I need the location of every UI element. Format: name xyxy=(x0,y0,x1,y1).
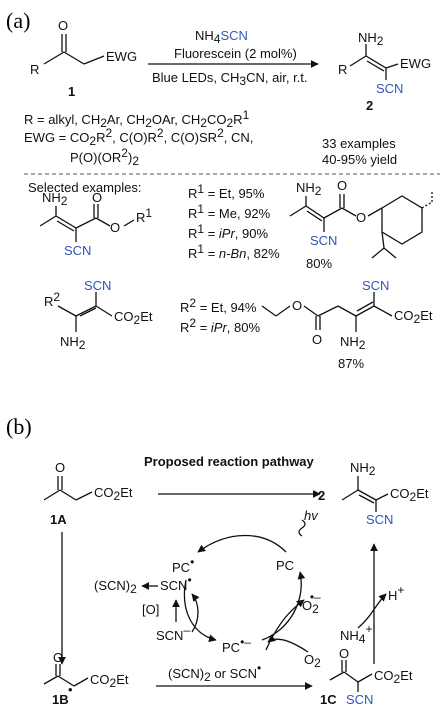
example-ester-o: O xyxy=(110,220,120,235)
diester-carbonyl-o: O xyxy=(312,332,322,347)
label-2-pathway: 2 xyxy=(318,488,325,503)
arrow-oxidation xyxy=(191,593,200,633)
r-group: R xyxy=(30,62,39,77)
example-nh2: NH2 xyxy=(42,190,68,208)
compound-1a: O CO2Et 1A xyxy=(43,460,133,527)
photocatalytic-cycle: hv PC PC• PC•– O2 O2•– xyxy=(172,508,321,670)
carbonyl-oxygen: O xyxy=(58,18,68,33)
r2-co2et: CO2Et xyxy=(114,309,153,327)
compound-1b: O • CO2Et 1B xyxy=(43,650,129,707)
product-2: NH2 R EWG SCN 2 xyxy=(338,30,431,113)
ewg-definition-line2: P(O)(OR2)2 xyxy=(70,146,139,168)
1c-carbonyl-o: O xyxy=(339,646,349,661)
svg-text:CO2Et: CO2Et xyxy=(374,668,413,686)
ewg-label: EWG xyxy=(106,49,137,64)
svg-text:NH2: NH2 xyxy=(350,460,376,478)
ammonium-step: NH4+ H+ xyxy=(340,543,404,664)
menthyl-carbonyl-o: O xyxy=(337,178,347,193)
compound-1-label: 1 xyxy=(68,84,75,99)
r1-yield-row: R1 = Et, 95% xyxy=(188,182,265,201)
panel-a-label: (a) xyxy=(6,8,30,33)
reagent-nh4scn: NH4SCN xyxy=(195,28,248,46)
examples-count: 33 examples xyxy=(322,136,396,151)
scn-dimer: (SCN)2 xyxy=(94,578,137,596)
selected-examples-title: Selected examples: xyxy=(28,180,141,195)
pathway-title: Proposed reaction pathway xyxy=(144,454,315,469)
superoxide-arrow xyxy=(265,599,305,651)
proton-label: H+ xyxy=(388,583,404,603)
reaction-arrow-group: NH4SCN Fluorescein (2 mol%) Blue LEDs, C… xyxy=(148,28,319,88)
o2-reagent: O2 xyxy=(304,652,321,670)
diester-yield: 87% xyxy=(338,356,364,371)
hv-label: hv xyxy=(304,508,319,523)
compound-2-label: 2 xyxy=(366,98,373,113)
r1-yield-list: R1 = Et, 95% R1 = Me, 92% R1 = iPr, 90% … xyxy=(188,182,280,261)
compound-2-pathway: NH2 CO2Et SCN 2 xyxy=(318,460,429,527)
diester-ester-o: O xyxy=(292,298,302,313)
diester-nh2: NH2 xyxy=(340,334,366,352)
menthyl-yield: 80% xyxy=(306,256,332,271)
radical-dot: • xyxy=(68,682,73,697)
label-1b: 1B xyxy=(52,692,69,707)
ammonium-label: NH4+ xyxy=(340,622,372,646)
scn-anion: SCN– xyxy=(156,623,190,643)
label-1a: 1A xyxy=(50,512,67,527)
product-scn: SCN xyxy=(376,81,403,96)
example-carbonyl-o: O xyxy=(92,190,102,205)
cycle-arc-left xyxy=(183,579,217,643)
example-scn: SCN xyxy=(64,243,91,258)
compound-1c: O CO2Et SCN 1C xyxy=(320,646,413,707)
example-diester: O O SCN CO2Et NH2 87% xyxy=(261,278,433,371)
example-menthyl-ester: NH2 O O SCN 80% xyxy=(289,178,433,271)
superoxide: O2•– xyxy=(302,590,321,616)
pc-radical-anion: PC•– xyxy=(222,635,251,655)
cycle-arc-top xyxy=(197,534,287,553)
example-r1-ester: NH2 O O R1 SCN xyxy=(39,190,152,258)
svg-text:CO2Et: CO2Et xyxy=(390,486,429,504)
menthyl-scn: SCN xyxy=(310,233,337,248)
product-ewg: EWG xyxy=(400,56,431,71)
hv-wave xyxy=(298,519,306,537)
r1-yield-row: R1 = Me, 92% xyxy=(188,202,271,221)
conditions-label: Blue LEDs, CH3CN, air, r.t. xyxy=(152,70,308,88)
ewg-definition: EWG = CO2R2, C(O)R2, C(O)SR2, CN, xyxy=(24,126,253,148)
r1-yield-row: R1 = iPr, 90% xyxy=(188,222,268,241)
menthyl-ester-o: O xyxy=(356,210,366,225)
r2-nh2: NH2 xyxy=(60,334,86,352)
r2-yield-row: R2 = iPr, 80% xyxy=(180,316,260,335)
step-reagents-label: (SCN)2 or SCN• xyxy=(168,661,261,684)
r2-yield-row: R2 = Et, 94% xyxy=(180,296,257,315)
diester-co2et: CO2Et xyxy=(394,308,433,326)
svg-text:CO2Et: CO2Et xyxy=(90,672,129,690)
starting-material-1: O R EWG 1 xyxy=(30,18,137,99)
menthyl-nh2: NH2 xyxy=(296,180,322,198)
scn-radical: SCN• xyxy=(160,573,192,593)
panel-b-label: (b) xyxy=(6,414,32,439)
oxidant-label: [O] xyxy=(142,602,159,617)
r1-yield-row: R1 = n-Bn, 82% xyxy=(188,242,280,261)
r-definition: R = alkyl, CH2Ar, CH2OAr, CH2CO2R1 xyxy=(24,108,250,130)
pathway-product-scn: SCN xyxy=(366,512,393,527)
arrow-proton-release xyxy=(357,593,387,629)
scn-chemistry: (SCN)2 SCN• [O] SCN– xyxy=(94,573,200,643)
cycle-arc-right xyxy=(261,571,306,641)
o2-uptake-arrow xyxy=(267,634,309,653)
catalyst-label: Fluorescein (2 mol%) xyxy=(174,46,297,61)
1b-carbonyl-o: O xyxy=(53,650,63,665)
pc-excited: PC• xyxy=(172,555,194,575)
example-r2-compound: R2 SCN CO2Et NH2 xyxy=(44,278,153,352)
r2-scn: SCN xyxy=(84,278,111,293)
r2-group: R2 xyxy=(44,290,60,309)
1a-carbonyl-o: O xyxy=(55,460,65,475)
product-nh2: NH2 xyxy=(358,30,384,48)
example-r1: R1 xyxy=(136,206,152,225)
diester-scn: SCN xyxy=(362,278,389,293)
pc-ground: PC xyxy=(276,558,294,573)
svg-text:CO2Et: CO2Et xyxy=(94,485,133,503)
product-r: R xyxy=(338,62,347,77)
1c-scn: SCN xyxy=(346,692,373,707)
yield-range: 40-95% yield xyxy=(322,152,397,167)
label-1c: 1C xyxy=(320,692,337,707)
